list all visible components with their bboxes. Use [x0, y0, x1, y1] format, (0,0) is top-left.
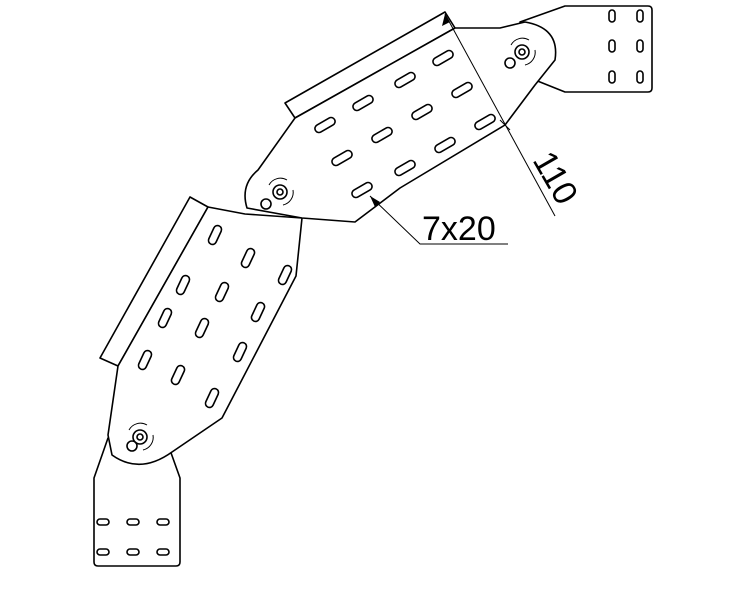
slot	[636, 39, 644, 53]
slot	[394, 71, 416, 89]
slot	[432, 49, 454, 67]
upper-tray-plate	[244, 11, 557, 223]
slot	[214, 281, 230, 303]
bottom-bracket	[93, 437, 181, 567]
slot	[314, 116, 336, 134]
slot	[636, 9, 644, 23]
slot	[451, 81, 473, 99]
dimension-110-label: 110	[525, 145, 585, 211]
slot	[434, 136, 456, 154]
slot	[608, 39, 616, 53]
slot	[474, 113, 496, 131]
slot	[394, 159, 416, 177]
slot	[352, 94, 374, 112]
slot	[126, 548, 140, 556]
hinge-pivot	[126, 422, 154, 452]
hinge-pivot	[504, 37, 536, 69]
slot	[331, 149, 353, 167]
slot	[207, 224, 223, 246]
slot	[194, 317, 210, 339]
top-bracket	[519, 5, 653, 93]
slot	[411, 103, 433, 121]
slot	[96, 518, 110, 526]
slot	[608, 9, 616, 23]
slot	[371, 126, 393, 144]
slot	[170, 364, 186, 386]
hinge-pivot	[260, 177, 294, 210]
slot	[175, 274, 191, 296]
slot	[240, 247, 256, 269]
slot	[156, 548, 170, 556]
slot	[204, 387, 220, 409]
slot	[156, 518, 170, 526]
slot	[96, 548, 110, 556]
slot	[157, 307, 173, 329]
slot	[126, 518, 140, 526]
slot	[137, 349, 153, 371]
slot	[277, 264, 293, 286]
slot	[636, 70, 644, 84]
slot	[250, 301, 266, 323]
slot	[351, 181, 373, 199]
dimension-7x20-label: 7x20	[422, 210, 496, 248]
dimension-7x20: 7x20	[369, 195, 508, 248]
slot	[608, 70, 616, 84]
slot	[232, 341, 248, 363]
lower-tray-plate	[99, 196, 303, 466]
